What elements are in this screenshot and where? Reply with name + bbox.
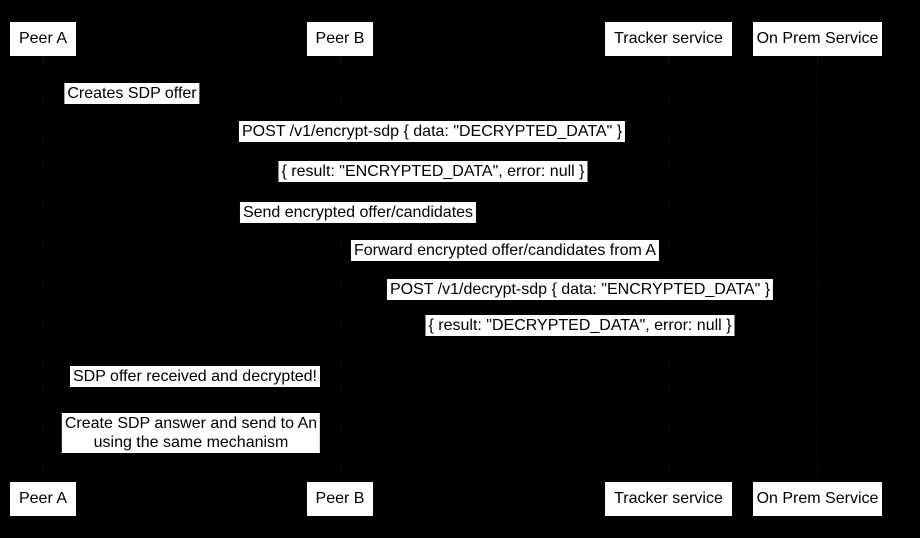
- message-create-sdp-answer-line-1: Create SDP answer and send to An: [64, 415, 318, 432]
- actor-top-tracker-service: Tracker service: [605, 22, 732, 56]
- lifeline-tracker-service: [668, 56, 669, 482]
- actor-bottom-tracker-service: Tracker service: [605, 482, 732, 516]
- lifeline-peer-a: [43, 56, 44, 482]
- message-post-encrypt-sdp: POST /v1/encrypt-sdp { data: "DECRYPTED_…: [238, 121, 626, 142]
- message-create-sdp-answer: Create SDP answer and send to An using t…: [61, 413, 321, 453]
- message-sdp-offer-received: SDP offer received and decrypted!: [70, 366, 320, 387]
- message-decrypt-result: { result: "DECRYPTED_DATA", error: null …: [425, 315, 735, 336]
- message-encrypt-result: { result: "ENCRYPTED_DATA", error: null …: [278, 161, 588, 182]
- actor-bottom-on-prem-service: On Prem Service: [753, 482, 882, 516]
- message-forward-encrypted-offer: Forward encrypted offer/candidates from …: [350, 240, 660, 261]
- actor-top-peer-b: Peer B: [307, 22, 373, 56]
- actor-top-peer-a: Peer A: [10, 22, 76, 56]
- actor-top-on-prem-service: On Prem Service: [753, 22, 882, 56]
- actor-bottom-peer-a: Peer A: [10, 482, 76, 516]
- message-post-decrypt-sdp: POST /v1/decrypt-sdp { data: "ENCRYPTED_…: [386, 279, 774, 300]
- lifeline-peer-b: [340, 56, 341, 482]
- message-creates-sdp-offer: Creates SDP offer: [64, 83, 200, 104]
- actor-bottom-peer-b: Peer B: [307, 482, 373, 516]
- message-send-encrypted-offer: Send encrypted offer/candidates: [239, 202, 477, 223]
- message-create-sdp-answer-line-2: using the same mechanism: [93, 434, 289, 451]
- lifeline-on-prem-service: [817, 56, 818, 482]
